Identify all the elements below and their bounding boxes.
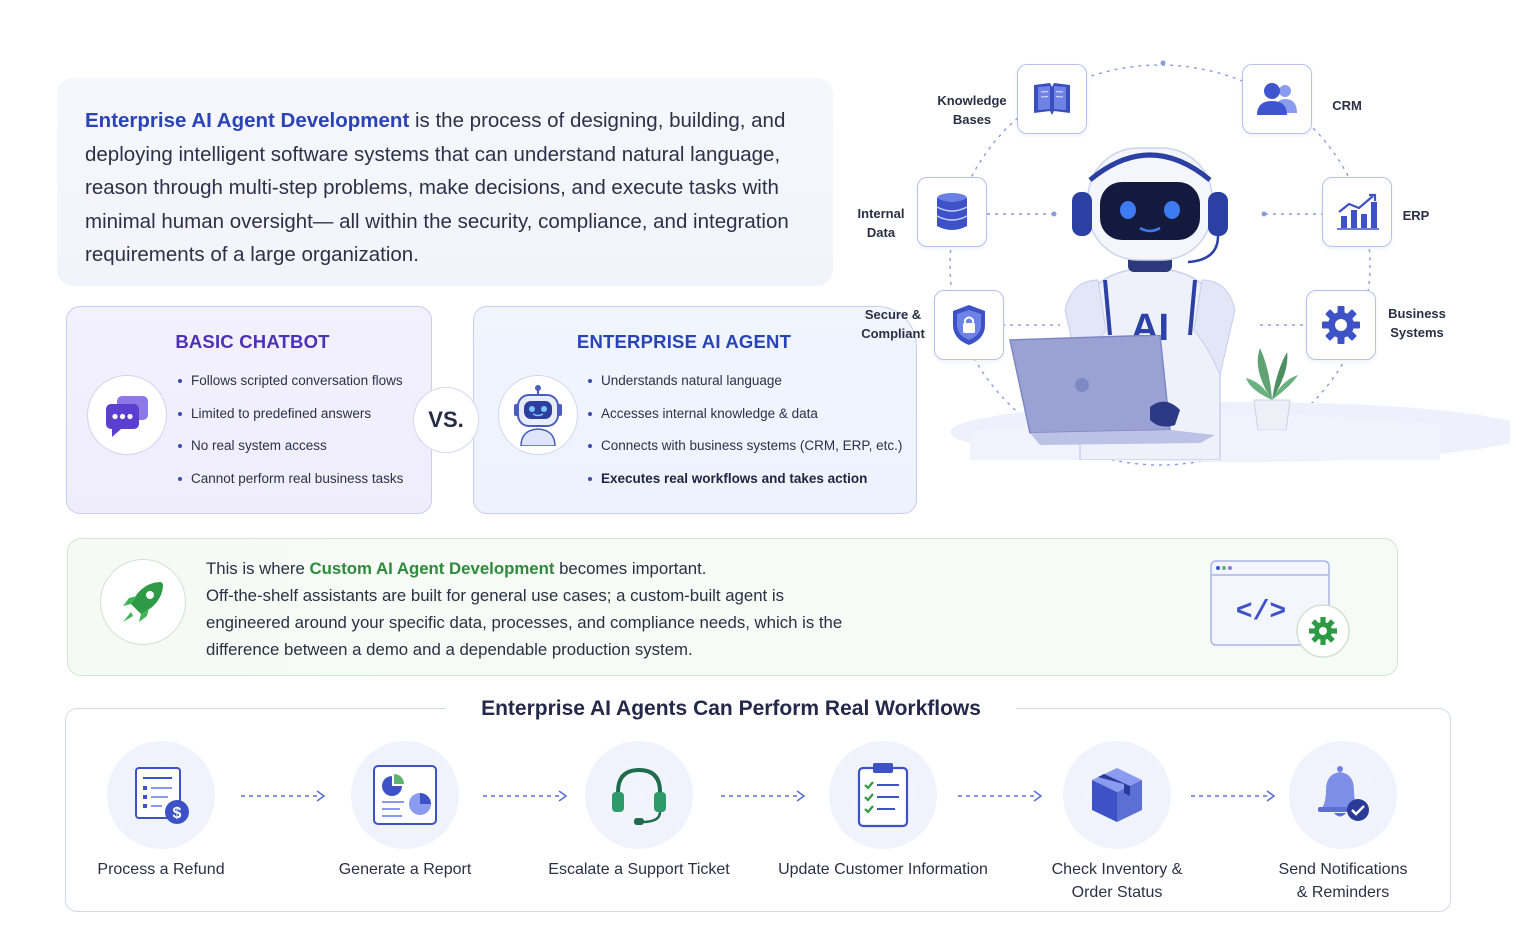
package-icon [1063,741,1171,849]
node-label-crm: CRM [1332,98,1362,113]
database-icon [917,177,987,247]
workflow-step-refund: $ Process a Refund [51,741,271,882]
headset-icon [585,741,693,849]
list-item: Follows scripted conversation flows [178,370,403,403]
workflow-step-inventory: Check Inventory & Order Status [1007,741,1227,904]
book-icon [1017,64,1087,134]
laptop-illustration [1009,335,1215,445]
vs-badge: VS. [413,387,479,453]
bell-check-icon [1289,741,1397,849]
node-label-internal-data: Internal Data [857,206,905,240]
intro-panel: Enterprise AI Agent Development is the p… [57,78,833,286]
workflow-step-label: Update Customer Information [778,861,988,878]
workflow-step-label: Send Notifications & Reminders [1278,861,1408,901]
gear-icon [1306,290,1376,360]
node-label-knowledge-bases: Knowledge Bases [937,93,1007,127]
list-item: Understands natural language [588,370,902,403]
svg-text:$: $ [173,805,182,822]
workflows-panel: Enterprise AI Agents Can Perform Real Wo… [65,693,1453,912]
workflow-step-notifications: Send Notifications & Reminders [1233,741,1453,904]
chat-bubbles-icon [87,375,167,455]
workflow-step-label: Escalate a Support Ticket [548,861,730,878]
enterprise-agent-card: ENTERPRISE AI AGENT Understands natural … [473,306,917,514]
custom-highlight: Custom AI Agent Development [309,559,555,578]
intro-text: is the process of designing, building, a… [85,109,789,266]
basic-chatbot-card: BASIC CHATBOT Follows scripted conversat… [66,306,432,514]
workflows-title: Enterprise AI Agents Can Perform Real Wo… [446,693,1016,725]
intro-highlight: Enterprise AI Agent Development [85,109,410,132]
basic-chatbot-title: BASIC CHATBOT [175,331,330,352]
custom-body: Off-the-shelf assistants are built for g… [206,586,843,659]
list-item: Cannot perform real business tasks [178,468,403,501]
report-icon [351,741,459,849]
flow-arrow [721,790,806,802]
flow-arrow [241,790,326,802]
workflow-step-report: Generate a Report [295,741,515,882]
custom-description: This is where Custom AI Agent Developmen… [206,555,866,663]
enterprise-agent-title: ENTERPRISE AI AGENT [576,331,792,352]
users-icon [1242,64,1312,134]
robot-head-icon [498,375,578,455]
node-label-erp: ERP [1402,208,1430,223]
chart-icon [1322,177,1392,247]
workflow-step-label: Check Inventory & Order Status [1051,861,1183,901]
list-item: No real system access [178,435,403,468]
clipboard-checklist-icon [829,741,937,849]
plant-illustration [1246,348,1298,430]
workflow-step-escalate: Escalate a Support Ticket [529,741,749,882]
custom-headline: This is where Custom AI Agent Developmen… [206,559,707,578]
list-item: Connects with business systems (CRM, ERP… [588,435,902,468]
custom-development-panel: This is where Custom AI Agent Developmen… [67,538,1398,676]
flow-arrow [1191,790,1276,802]
shield-lock-icon [934,290,1004,360]
workflow-step-label: Process a Refund [97,861,225,878]
workflow-step-label: Generate a Report [338,861,472,878]
ai-ecosystem-diagram: AI [850,40,1510,480]
node-label-business-systems: Business Systems [1388,306,1446,340]
refund-document-icon: $ [107,741,215,849]
workflow-step-update-customer: Update Customer Information [773,741,993,882]
flow-arrow [958,790,1043,802]
node-label-secure-compliant: Secure & Compliant [861,307,925,341]
list-item: Limited to predefined answers [178,403,403,436]
list-item: Executes real workflows and takes action [588,468,902,501]
list-item: Accesses internal knowledge & data [588,403,902,436]
code-window-icon: </> [1209,559,1359,664]
basic-chatbot-list: Follows scripted conversation flows Limi… [178,370,403,500]
rocket-icon [100,559,186,645]
enterprise-agent-list: Understands natural language Accesses in… [588,370,902,500]
flow-arrow [483,790,568,802]
code-symbol: </> [1236,597,1286,628]
